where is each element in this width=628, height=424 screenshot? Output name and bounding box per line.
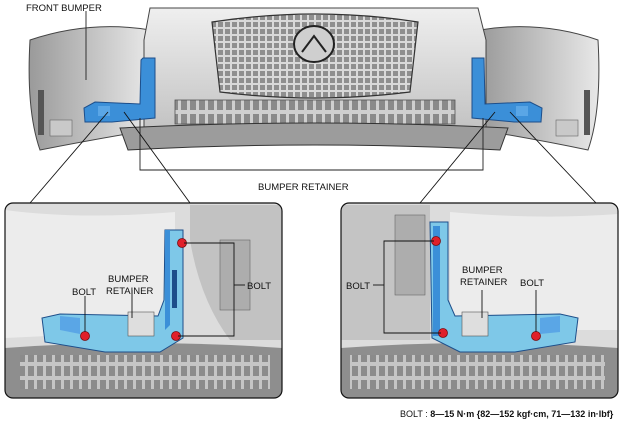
left-retainer-label: RETAINER [106,286,153,297]
right-bumper-label: BUMPER [462,265,503,276]
left-detail-panel: BOLT BOLT BUMPER RETAINER [4,202,283,399]
right-bolt-label-a: BOLT [346,281,370,292]
right-retainer-label: RETAINER [460,277,507,288]
right-retainer-top [471,57,543,123]
front-bumper-illustration [28,7,600,151]
left-bolt-label-a: BOLT [247,281,271,292]
torque-spec-separator: : [425,409,428,419]
bolt-end-left [80,331,90,341]
front-bumper-label: FRONT BUMPER [26,3,102,14]
torque-spec-value: 8—15 N·m {82—152 kgf·cm, 71—132 in·lbf} [430,409,614,419]
bolt-end-right [531,331,541,341]
torque-spec: BOLT : 8—15 N·m {82—152 kgf·cm, 71—132 i… [400,409,613,419]
left-bumper-label: BUMPER [108,274,149,285]
top-leader-lines [85,11,484,171]
left-bolt-label-b: BOLT [72,287,96,298]
left-retainer-top [83,57,156,123]
zoom-callout-lines [29,111,597,204]
right-detail-panel: BOLT BOLT BUMPER RETAINER [340,202,619,399]
bumper-retainer-label: BUMPER RETAINER [258,182,349,193]
torque-spec-name: BOLT [400,409,423,419]
right-bolt-label-b: BOLT [520,278,544,289]
